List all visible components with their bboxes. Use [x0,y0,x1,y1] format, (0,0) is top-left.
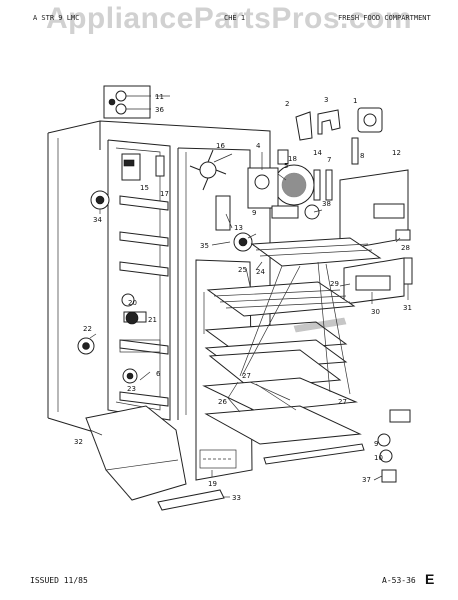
callout-38: 38 [322,200,331,208]
header-model-text: A STR 9 LMC [33,14,80,22]
callout-29: 29 [330,280,339,288]
callout-11: 11 [155,93,164,101]
callout-26: 26 [218,398,227,406]
callout-18: 18 [288,155,297,163]
callout-33: 33 [232,494,241,502]
callout-34: 34 [93,216,102,224]
small-parts [377,409,411,483]
freezer-shelves [119,195,169,407]
header-title-text: FRESH FOOD COMPARTMENT [338,14,431,22]
leader-lines [89,95,409,498]
callout-19: 19 [208,480,217,488]
callout-16: 16 [216,142,225,150]
callout-8: 8 [360,152,364,160]
fan-assembly [189,149,315,209]
callout-10: 10 [374,454,383,462]
callout-25: 25 [238,266,247,274]
callout-23: 23 [127,385,136,393]
control-box [313,169,409,251]
callout-36: 36 [155,106,164,114]
callout-30: 30 [371,308,380,316]
callout-32: 32 [74,438,83,446]
callout-labels: 11 36 1 2 3 8 12 16 4 18 14 7 5 38 15 17… [74,93,412,502]
callout-27b: 27 [338,398,347,406]
callout-5: 5 [284,162,288,170]
callout-14: 14 [313,149,322,157]
callout-27a: 27 [242,372,251,380]
issued-date: ISSUED 11/85 [30,576,88,585]
inset-box [103,85,151,119]
callout-9: 9 [252,209,256,217]
callout-9b: 9 [374,440,378,448]
callout-2: 2 [285,100,289,108]
callout-12: 12 [392,149,401,157]
callout-37: 37 [362,476,371,484]
door-bin [85,405,225,511]
document-number: A-53-36 [382,576,416,585]
callout-15: 15 [140,184,149,192]
document-suffix: E [425,571,435,587]
callout-6: 6 [156,370,161,378]
callout-7: 7 [327,156,331,164]
light-socket [211,195,320,252]
callout-28: 28 [401,244,410,252]
callout-20: 20 [128,299,137,307]
liner-panel [195,259,253,481]
top-brackets [295,107,383,165]
callout-17: 17 [160,190,169,198]
callout-35: 35 [200,242,209,250]
callout-3: 3 [324,96,328,104]
callout-24: 24 [256,268,265,276]
callout-13: 13 [234,224,243,232]
glass-shelves [202,317,365,465]
callout-31: 31 [403,304,412,312]
header-section-text: CHE 1 [224,14,246,22]
door-side-parts [77,153,165,384]
callout-1: 1 [353,97,357,105]
callout-21: 21 [148,316,157,324]
callout-22: 22 [83,325,92,333]
callout-4: 4 [256,142,261,150]
top-shelf [250,237,382,267]
watermark-text: AppliancePartsPros.com [45,2,413,35]
